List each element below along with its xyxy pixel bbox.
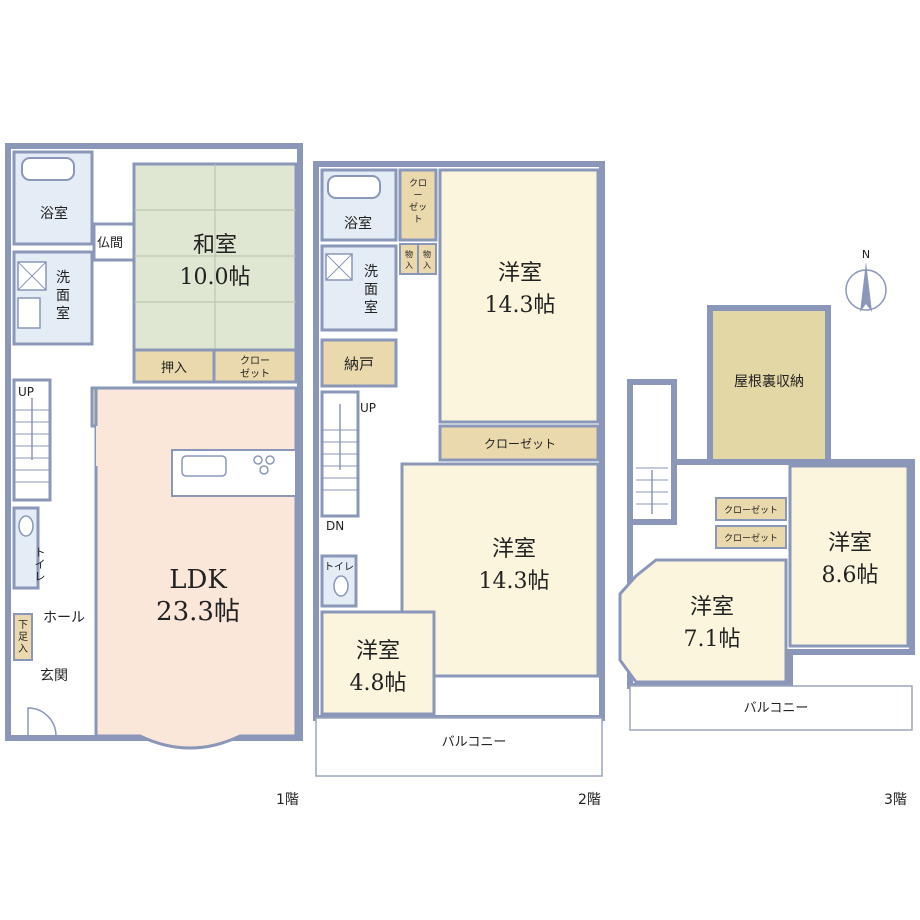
f3-yoshitsu-a-name: 洋室 xyxy=(828,531,872,556)
bathtub-icon xyxy=(327,175,381,199)
f2-nando-label: 納戸 xyxy=(344,355,374,373)
floor-3-label: 3階 xyxy=(884,792,907,808)
f2-storage-b-label: 物入 xyxy=(423,249,431,270)
f1-closet xyxy=(212,348,298,384)
kitchen-sink-icon xyxy=(181,455,227,477)
f3-yoshitsu-a-room xyxy=(788,464,910,648)
f1-shoe-label: 下足入 xyxy=(18,620,28,655)
f1-butsuma-label: 仏間 xyxy=(97,236,123,251)
f2-yoshitsu-a-room xyxy=(438,168,600,424)
f2-balcony xyxy=(315,717,603,777)
f3-balcony xyxy=(629,685,913,731)
stove-icon xyxy=(253,455,275,475)
f1-bath-label: 浴室 xyxy=(40,205,68,222)
f2-closet-small xyxy=(398,168,438,242)
f3-closet-b xyxy=(715,525,787,549)
f3-yoshitsu-a-size: 8.6帖 xyxy=(822,563,879,588)
f2-yoshitsu-c-size: 4.8帖 xyxy=(350,671,407,696)
f2-closet-small-label: クローゼット xyxy=(409,178,427,225)
floor-1: 浴室 洗面室 仏間 和室 10.0帖 押入 クローゼット xyxy=(5,143,303,808)
toilet-icon xyxy=(333,575,349,597)
f2-toilet-label: トイレ xyxy=(324,562,354,573)
floor-2: 浴室 洗面室 クローゼット 物入 物入 納戸 洋室 14.3帖 クローゼット xyxy=(313,161,605,808)
f2-closet-long-label: クローゼット xyxy=(484,437,556,451)
f2-up-label: UP xyxy=(360,401,376,415)
f3-attic xyxy=(707,305,831,465)
f2-stair-steps xyxy=(322,404,358,491)
f2-storage-b xyxy=(417,243,437,275)
f2-yoshitsu-b-name: 洋室 xyxy=(492,537,536,562)
f2-balcony-label: バルコニー xyxy=(442,735,507,750)
floor-2-label: 2階 xyxy=(578,792,601,808)
floor-1-label: 1階 xyxy=(276,792,299,808)
f3-closet-b-label: クローゼット xyxy=(724,532,778,544)
f1-shoe-cabinet xyxy=(13,613,33,661)
f2-yoshitsu-c-room xyxy=(320,610,436,716)
f1-oshiire-label: 押入 xyxy=(161,361,187,376)
f1-washitsu-name: 和室 xyxy=(193,233,237,258)
f1-ldk-size: 23.3帖 xyxy=(156,597,240,627)
f3-yoshitsu-b-size: 7.1帖 xyxy=(684,627,741,652)
entrance-door-icon xyxy=(27,707,57,737)
bathtub-icon xyxy=(21,157,75,181)
f3-attic-label: 屋根裏収納 xyxy=(734,373,804,390)
f3-yoshitsu-b-name: 洋室 xyxy=(690,595,734,620)
f3-balcony-label: バルコニー xyxy=(744,701,809,716)
f2-storage-a-label: 物入 xyxy=(405,249,413,270)
f2-bath-label: 浴室 xyxy=(344,215,372,232)
f3-yoshitsu-b-room xyxy=(618,558,788,684)
f1-genkan-label: 玄関 xyxy=(40,667,68,684)
f3-closet-a-label: クローゼット xyxy=(724,504,778,516)
f3-closet-a xyxy=(715,497,787,521)
f1-toilet-label: トイレ xyxy=(35,546,46,583)
f2-yoshitsu-c-name: 洋室 xyxy=(356,639,400,664)
f2-nando xyxy=(320,338,398,388)
compass-north-label: N xyxy=(862,248,870,261)
f3-stair-steps xyxy=(636,467,668,514)
tatami-grid xyxy=(134,164,296,350)
f2-wash-room xyxy=(320,244,398,332)
f2-closet-long xyxy=(438,424,600,462)
sink-icon xyxy=(17,297,41,329)
f1-hall-label: ホール xyxy=(43,610,85,626)
f2-yoshitsu-a-size: 14.3帖 xyxy=(485,293,556,318)
f2-yoshitsu-a-name: 洋室 xyxy=(498,261,542,286)
f1-up-label: UP xyxy=(18,385,34,399)
compass-icon: N xyxy=(845,248,887,312)
toilet-icon xyxy=(18,515,34,537)
f2-yoshitsu-b-size: 14.3帖 xyxy=(479,569,550,594)
f2-dn-label: DN xyxy=(326,519,344,533)
floor-3: 屋根裏収納 DN 洋室 8.6帖 クローゼット クローゼット 洋室 7.1帖 バ… xyxy=(618,305,915,808)
f1-closet-label: クローゼット xyxy=(240,355,270,380)
f1-stair-steps xyxy=(14,398,50,483)
f1-ldk-name: LDK xyxy=(169,565,227,595)
f1-wash-label: 洗面室 xyxy=(56,270,70,322)
f2-wash-label: 洗面室 xyxy=(364,264,378,316)
f1-washitsu-size: 10.0帖 xyxy=(180,265,251,290)
